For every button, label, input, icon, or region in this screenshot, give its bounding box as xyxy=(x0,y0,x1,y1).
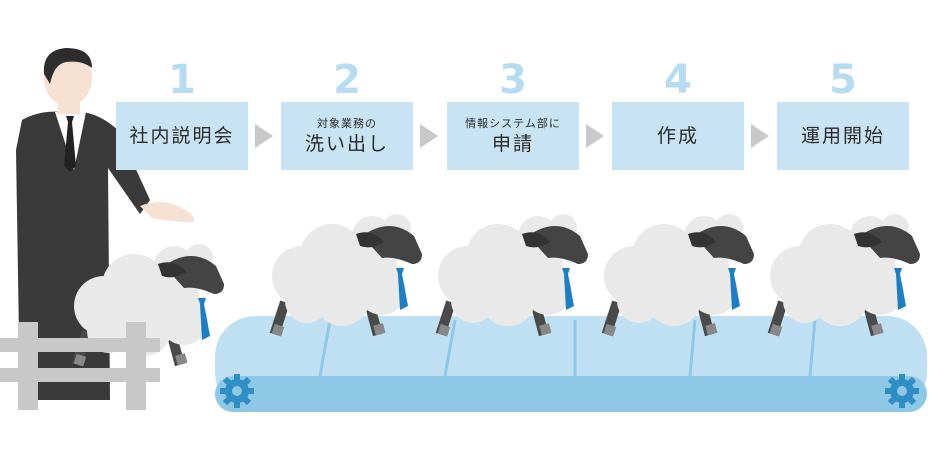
businessman xyxy=(16,48,195,401)
step-1-box: 社内説明会 xyxy=(116,102,248,170)
arrow-right-icon xyxy=(420,124,438,148)
fence xyxy=(0,322,160,410)
arrow-right-icon xyxy=(586,124,604,148)
gear-icon xyxy=(885,374,919,408)
step-5-number: 5 xyxy=(829,57,857,103)
step-3-number: 3 xyxy=(499,57,527,103)
conveyor-belt xyxy=(215,316,927,412)
step-2-box: 対象業務の 洗い出し xyxy=(281,102,413,170)
arrow-right-icon xyxy=(255,124,273,148)
step-2-sublabel: 対象業務の xyxy=(317,116,377,130)
step-5-box: 運用開始 xyxy=(777,102,909,170)
step-3-sublabel: 情報システム部に xyxy=(465,116,561,130)
step-1-number: 1 xyxy=(168,57,196,103)
step-5-label: 運用開始 xyxy=(800,125,885,147)
step-4-number: 4 xyxy=(664,57,692,103)
step-3-label: 申請 xyxy=(491,132,534,155)
step-4-box: 作成 xyxy=(612,102,744,170)
step-3-box: 情報システム部に 申請 xyxy=(447,102,579,170)
arrow-right-icon xyxy=(751,124,769,148)
step-2-label: 洗い出し xyxy=(304,132,389,155)
gear-icon xyxy=(220,374,254,408)
step-4-label: 作成 xyxy=(656,125,699,147)
step-2-number: 2 xyxy=(333,57,361,103)
step-1-label: 社内説明会 xyxy=(129,125,235,147)
